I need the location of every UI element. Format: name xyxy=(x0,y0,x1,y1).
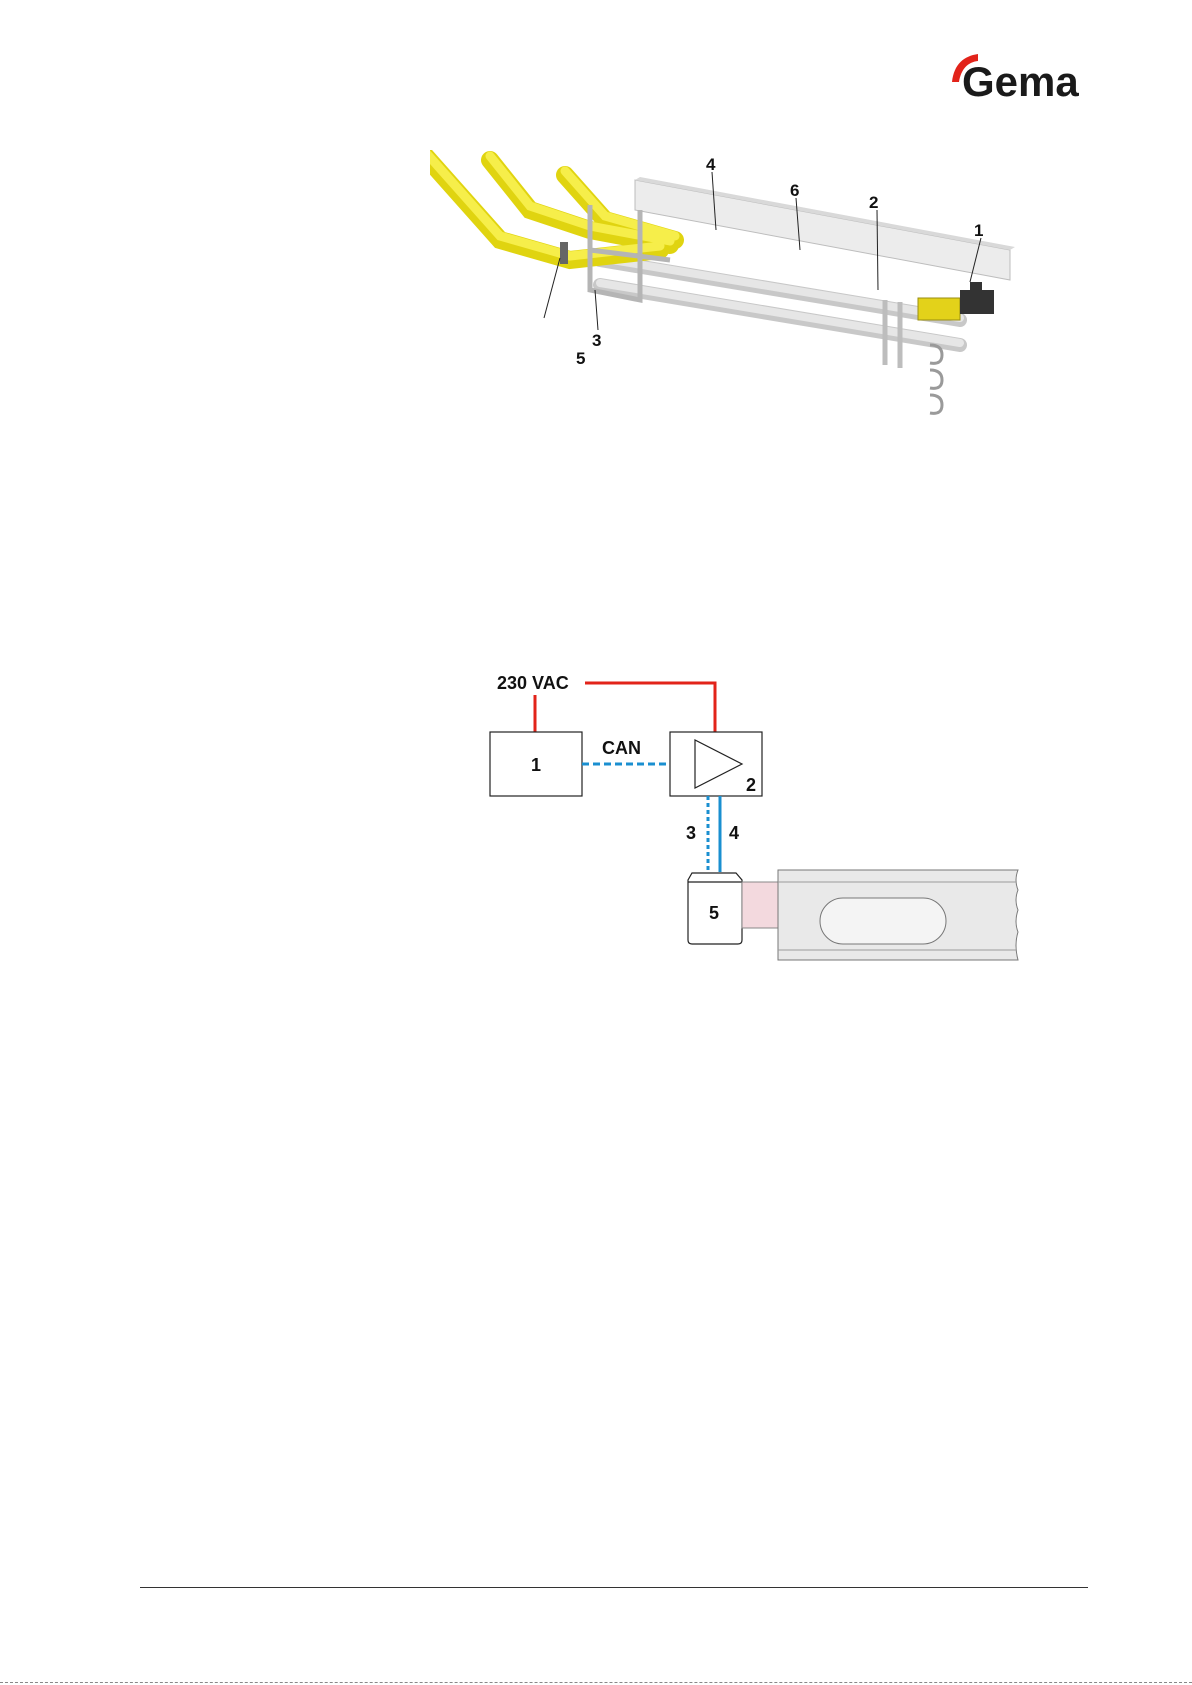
can-label: CAN xyxy=(602,738,641,758)
equipment-drawing: 1 2 3 4 5 6 xyxy=(430,150,1090,450)
line-3-label: 3 xyxy=(686,823,696,843)
logo-text: Gema xyxy=(962,58,1079,104)
power-line-feed xyxy=(585,683,715,732)
supply-label: 230 VAC xyxy=(497,673,569,693)
footer-rule xyxy=(140,1587,1088,1588)
booth-window xyxy=(820,898,946,944)
callout-4: 4 xyxy=(706,155,716,174)
callout-5: 5 xyxy=(576,349,585,368)
callout-2: 2 xyxy=(869,193,878,212)
wiring-diagram: 230 VAC 1 CAN 2 3 4 5 xyxy=(470,660,1040,1000)
gema-logo: Gema xyxy=(950,52,1090,104)
hose-section xyxy=(742,882,778,928)
amplifier-block-label: 2 xyxy=(746,775,756,795)
page-cut-line xyxy=(0,1682,1192,1683)
sensor-device-label: 5 xyxy=(709,903,719,923)
callout-3: 3 xyxy=(592,331,601,350)
line-4-label: 4 xyxy=(729,823,739,843)
callout-6: 6 xyxy=(790,181,799,200)
callout-1: 1 xyxy=(974,221,983,240)
controller-block-label: 1 xyxy=(531,755,541,775)
